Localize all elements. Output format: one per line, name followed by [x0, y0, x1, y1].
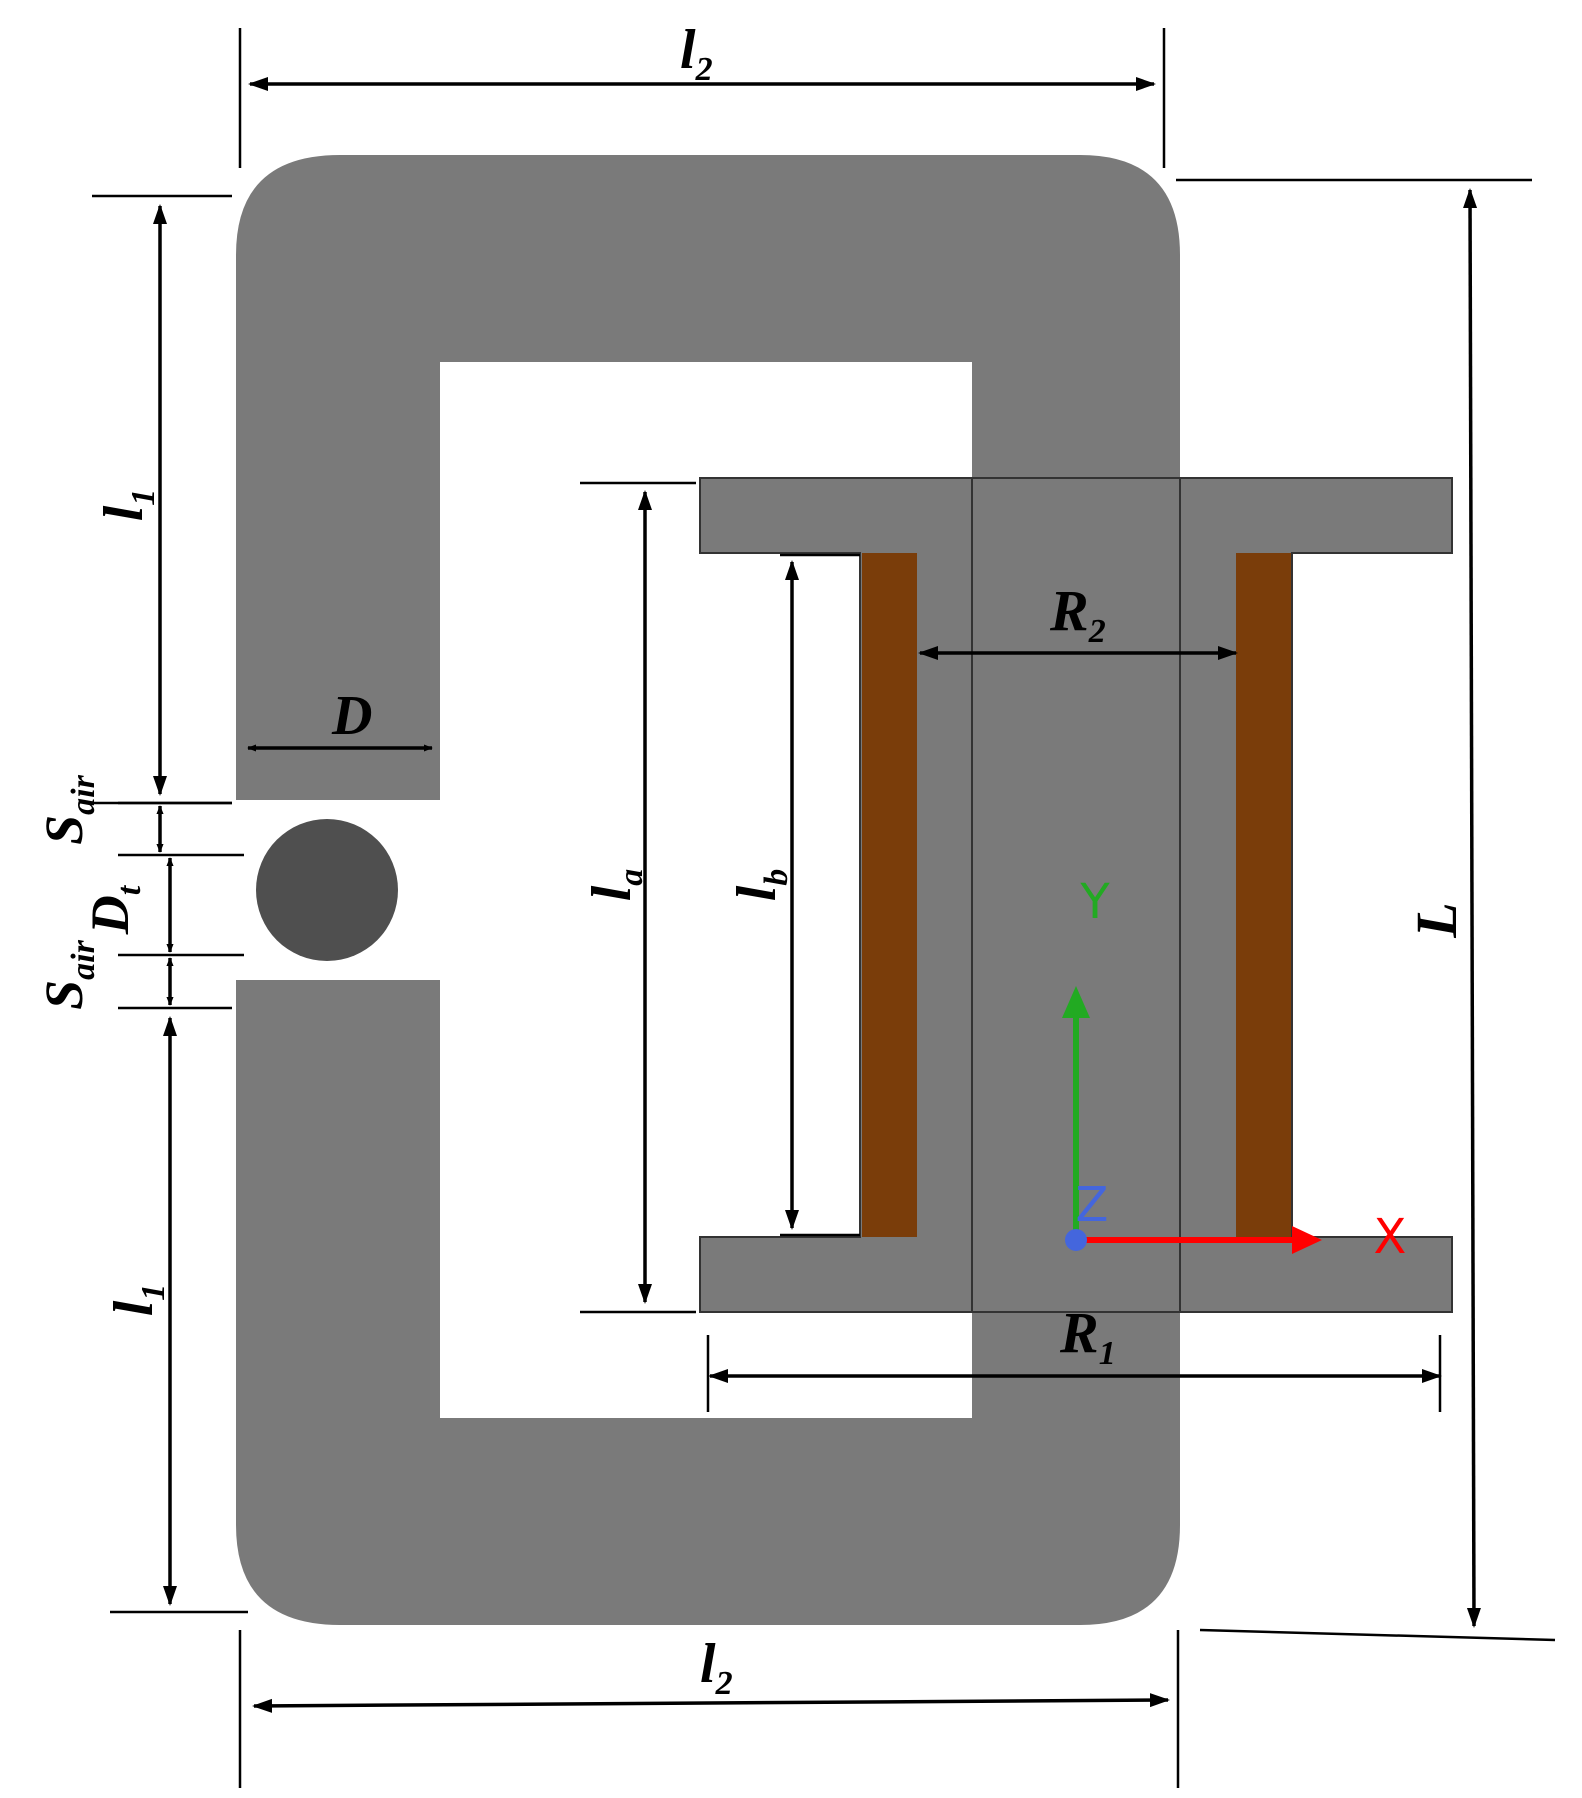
- ext-line: [1199, 1628, 1556, 1642]
- magnetic-core: [236, 155, 1180, 1625]
- label-l2-top: l2: [680, 19, 713, 88]
- y-axis-arrow: [1062, 986, 1090, 1018]
- dim-L: [1463, 188, 1481, 1628]
- center-leg-outline: [971, 477, 1181, 1313]
- label-r-2: R2: [1049, 578, 1106, 650]
- label-r-1: R1: [1059, 1300, 1116, 1372]
- label-L: L: [1404, 902, 1469, 938]
- label-s-air-top: Sair: [34, 774, 102, 844]
- origin-dot: [1065, 1229, 1087, 1251]
- label-s-air-bottom: Sair: [34, 939, 102, 1009]
- y-axis-label: Y: [1079, 874, 1110, 930]
- x-axis-label: X: [1374, 1209, 1407, 1265]
- label-l1-top: l1: [93, 489, 162, 522]
- rod-sample: [256, 819, 398, 961]
- z-axis-label: Z: [1076, 1177, 1109, 1233]
- label-l-a: la: [581, 869, 650, 902]
- label-l1-bottom: l1: [103, 1284, 172, 1317]
- dim-l2-bottom: [252, 1693, 1170, 1713]
- label-l-b: lb: [726, 869, 795, 902]
- label-D: D: [331, 685, 372, 747]
- label-l2-bottom: l2: [700, 1633, 733, 1702]
- winding-left: [862, 553, 917, 1237]
- bobbin-right: [1179, 477, 1453, 1313]
- x-axis-arrow: [1292, 1226, 1322, 1254]
- coordinate-axes: X Y Z: [1062, 874, 1406, 1265]
- winding-right: [1236, 553, 1291, 1237]
- label-d-t: Dt: [80, 884, 148, 935]
